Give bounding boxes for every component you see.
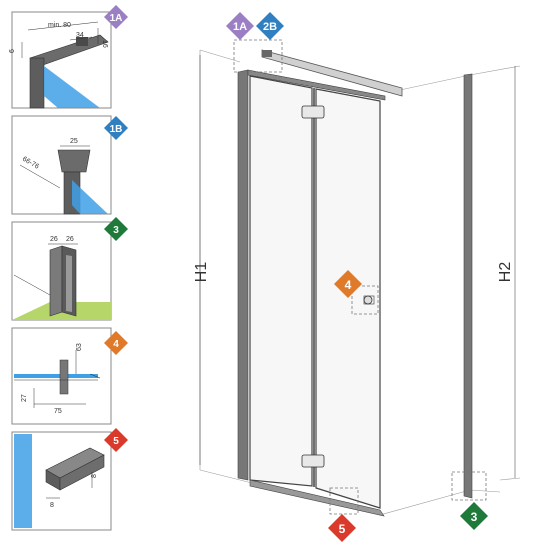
detail-panel-5: 8 8 5 bbox=[11, 428, 128, 531]
badge-main-3: 3 bbox=[460, 502, 488, 530]
svg-text:4: 4 bbox=[345, 278, 352, 292]
detail-panel-4: 63 27 75 4 bbox=[11, 327, 128, 425]
floor-line-side bbox=[379, 489, 471, 516]
corner-profile-left bbox=[49, 245, 63, 317]
dim-75: 75 bbox=[54, 408, 62, 415]
hinge-top bbox=[301, 105, 325, 119]
dim-27: 27 bbox=[21, 394, 28, 402]
dim-25: 25 bbox=[70, 138, 78, 145]
detail-panel-3: 26 26 3 bbox=[11, 217, 128, 321]
badge-1b: 1B bbox=[104, 116, 128, 140]
rail-clamp bbox=[76, 37, 88, 46]
svg-text:3: 3 bbox=[113, 225, 119, 236]
svg-text:1A: 1A bbox=[110, 13, 123, 24]
glass-pane bbox=[44, 66, 100, 108]
dim-8-width: 8 bbox=[50, 502, 54, 509]
door-leaf-left bbox=[249, 75, 313, 487]
wall-profile bbox=[29, 57, 45, 109]
badge-5-detail: 5 bbox=[104, 428, 128, 452]
svg-text:2B: 2B bbox=[263, 21, 277, 33]
door-leaf-right bbox=[315, 88, 381, 509]
wall-profile-left bbox=[237, 69, 249, 481]
badge-4: 4 bbox=[104, 331, 128, 355]
top-clamp bbox=[57, 149, 91, 173]
dim-26-right: 26 bbox=[66, 236, 74, 243]
wall-profile-right bbox=[463, 73, 473, 499]
door-top-frame bbox=[247, 69, 386, 101]
svg-text:5: 5 bbox=[113, 436, 119, 447]
svg-text:1A: 1A bbox=[233, 21, 247, 33]
dim-63: 63 bbox=[76, 343, 83, 351]
dim-34: 34 bbox=[76, 32, 84, 39]
badge-main-2b: 2B bbox=[256, 12, 284, 40]
detail-panel-1a: min. 80 34 16 6 1A bbox=[9, 5, 128, 109]
glass-pane bbox=[14, 434, 32, 528]
dim-16: 16 bbox=[101, 40, 108, 48]
hinge-bottom bbox=[301, 454, 325, 468]
dim-8-height: 8 bbox=[91, 474, 98, 478]
glass-edge bbox=[14, 374, 98, 378]
badge-1a: 1A bbox=[104, 5, 128, 29]
svg-text:5: 5 bbox=[339, 522, 346, 536]
callout-box-5 bbox=[329, 487, 359, 515]
dim-6: 6 bbox=[9, 49, 16, 53]
svg-text:3: 3 bbox=[471, 510, 478, 524]
glass-pane bbox=[72, 180, 108, 214]
dim-h2: H2 bbox=[497, 262, 514, 283]
badge-3: 3 bbox=[104, 217, 128, 241]
bar-wall-mount bbox=[262, 50, 272, 57]
dim-26-left: 26 bbox=[50, 236, 58, 243]
callout-box-4 bbox=[351, 285, 379, 315]
handle-knob bbox=[59, 359, 69, 395]
bottom-seal bbox=[249, 479, 385, 517]
svg-text:4: 4 bbox=[113, 339, 119, 350]
dim-h1: H1 bbox=[193, 262, 210, 283]
badge-main-4: 4 bbox=[334, 270, 362, 298]
dim-min-80: min. 80 bbox=[48, 22, 71, 29]
detail-panel-1b: 25 66-76 1B bbox=[11, 115, 128, 215]
badge-main-5: 5 bbox=[328, 514, 356, 542]
door-knob bbox=[363, 295, 373, 305]
main-shower-drawing: H1 H2 1A 2B 4 5 3 bbox=[193, 12, 521, 542]
svg-text:1B: 1B bbox=[110, 124, 123, 135]
callout-box-3 bbox=[451, 471, 487, 501]
seal-side bbox=[59, 454, 105, 491]
profile-groove bbox=[66, 255, 72, 312]
badge-main-1a: 1A bbox=[226, 12, 254, 40]
